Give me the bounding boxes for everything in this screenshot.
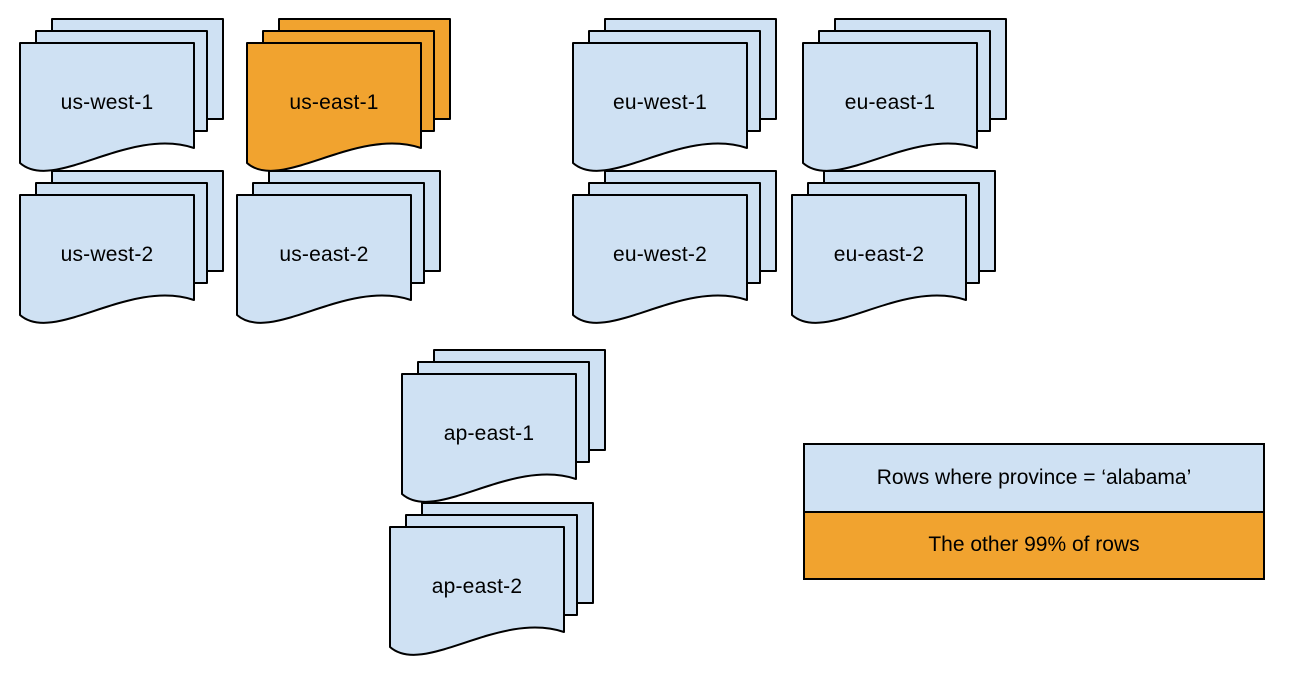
region-stack-us-west-1: us-west-1 [19, 18, 225, 172]
region-stack-us-east-1: us-east-1 [246, 18, 452, 172]
legend-item-other-rows: The other 99% of rows [805, 512, 1263, 578]
legend: Rows where province = ‘alabama’ The othe… [803, 443, 1265, 580]
region-stack-eu-west-2: eu-west-2 [572, 170, 778, 324]
document-stack-icon [401, 349, 607, 503]
region-stack-us-west-2: us-west-2 [19, 170, 225, 324]
legend-item-alabama-rows: Rows where province = ‘alabama’ [805, 445, 1263, 513]
document-stack-icon [19, 170, 225, 324]
document-stack-icon [791, 170, 997, 324]
document-stack-icon [236, 170, 442, 324]
region-stack-eu-east-1: eu-east-1 [802, 18, 1008, 172]
region-stack-eu-east-2: eu-east-2 [791, 170, 997, 324]
document-stack-icon [572, 18, 778, 172]
document-stack-icon [19, 18, 225, 172]
region-stack-ap-east-1: ap-east-1 [401, 349, 607, 503]
region-stack-ap-east-2: ap-east-2 [389, 502, 595, 656]
region-stack-eu-west-1: eu-west-1 [572, 18, 778, 172]
document-stack-icon [572, 170, 778, 324]
region-stack-us-east-2: us-east-2 [236, 170, 442, 324]
document-stack-icon [802, 18, 1008, 172]
document-stack-icon [389, 502, 595, 656]
document-stack-icon [246, 18, 452, 172]
